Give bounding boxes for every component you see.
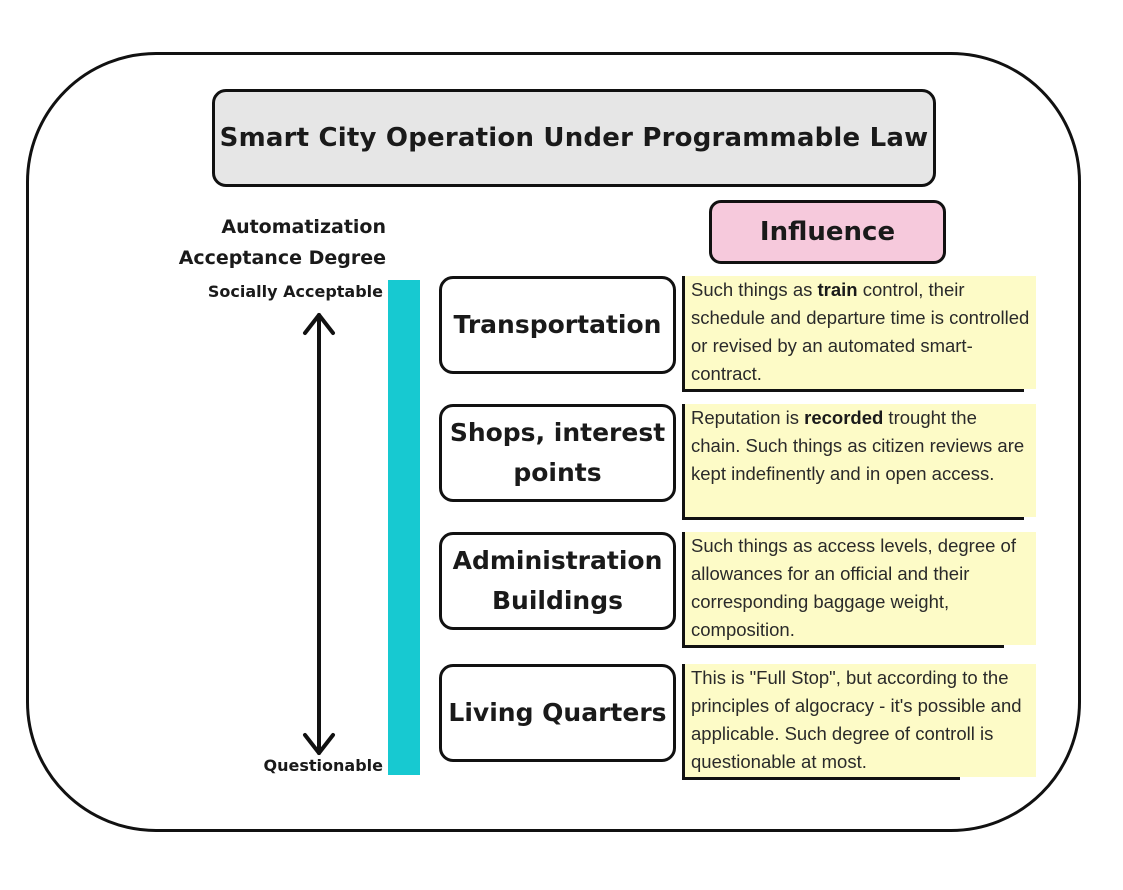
note-text: Reputation is <box>691 407 805 428</box>
title-box: Smart City Operation Under Programmable … <box>212 89 936 187</box>
note-text: control, their schedule and departure ti… <box>691 279 1030 384</box>
note-underline <box>682 389 1024 392</box>
category-label: Living Quarters <box>448 698 667 727</box>
note-text: trought the chain. Such things as citize… <box>691 407 1025 484</box>
category-administration: Administration Buildings <box>439 532 676 630</box>
note-text: Such things as <box>691 279 818 300</box>
influence-header: Influence <box>709 200 946 264</box>
note-underline <box>682 517 1024 520</box>
category-label: Transportation <box>453 310 662 339</box>
note-administration: Such things as access levels, degree of … <box>682 532 1036 648</box>
note-shops: Reputation is recorded trought the chain… <box>682 404 1036 520</box>
category-transportation: Transportation <box>439 276 676 374</box>
category-living-quarters: Living Quarters <box>439 664 676 762</box>
category-shops: Shops, interest points <box>439 404 676 502</box>
note-transportation: Such things as train control, their sche… <box>682 276 1036 392</box>
note-bold-text: train <box>817 279 858 300</box>
note-underline <box>682 645 1004 648</box>
note-text: This is "Full Stop", but according to th… <box>691 667 1022 772</box>
category-label: Administration Buildings <box>452 546 663 615</box>
axis-title: Automatization Acceptance Degree <box>150 212 386 274</box>
note-bold-text: recorded <box>804 407 884 428</box>
double-arrow-icon <box>303 313 335 755</box>
axis-title-line2: Acceptance Degree <box>178 247 386 269</box>
axis-title-line1: Automatization <box>221 216 386 238</box>
acceptance-bar <box>388 280 420 775</box>
note-text: Such things as access levels, degree of … <box>691 535 1016 640</box>
axis-bottom-label: Questionable <box>263 756 383 775</box>
influence-label: Influence <box>759 217 896 247</box>
note-underline <box>682 777 960 780</box>
category-label: Shops, interest points <box>449 418 666 487</box>
diagram-title: Smart City Operation Under Programmable … <box>219 123 929 153</box>
axis-top-label: Socially Acceptable <box>207 282 383 301</box>
note-living-quarters: This is "Full Stop", but according to th… <box>682 664 1036 780</box>
